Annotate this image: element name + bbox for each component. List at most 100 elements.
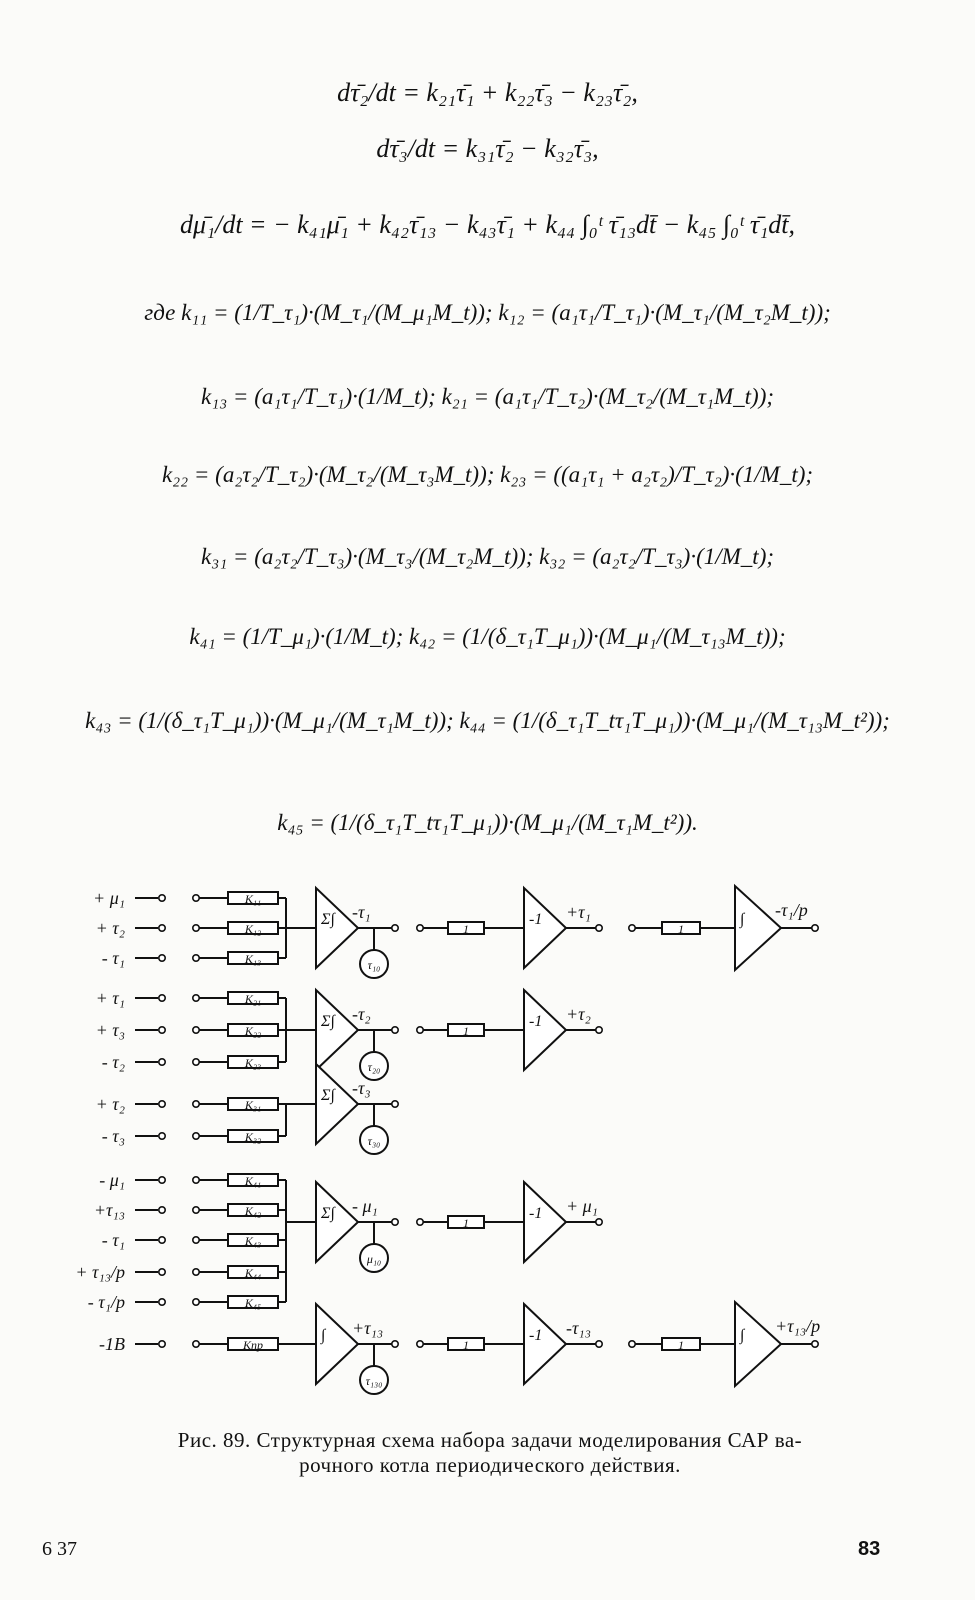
summator-3-symbol: Σ∫ (320, 1087, 337, 1105)
input-terminal-14 (158, 1339, 167, 1348)
inverter-resistor-4-label: 1 (463, 1338, 469, 1352)
input-label-1: + μ₁ (93, 888, 125, 908)
summator-1-symbol: Σ∫ (320, 911, 337, 929)
initial-condition-4-label: μ₁₀ (366, 1252, 381, 1266)
summator-output-terminal-1 (390, 924, 399, 933)
inverter-output-terminal-1 (594, 924, 603, 933)
caption-line-2: рочного котла периодического действия. (299, 1453, 681, 1477)
inverter-resistor-3 (447, 1215, 485, 1229)
coefficient-line-7: k₄₅ = (1/(δ_τ₁T_tτ₁T_μ₁))·(M_μ₁/(M_τ₁M_t… (277, 810, 698, 835)
equation-dtau2: dτ̄₂/dt = k₂₁τ̄₁ + k₂₂τ̄₃ − k₂₃τ̄₂, (337, 78, 638, 107)
input-terminal-5 (158, 1026, 167, 1035)
coefficient-2-label: K₁₂ (244, 922, 261, 936)
inverter-output-terminal-4 (594, 1339, 603, 1348)
coefficient-4-label: K₂₁ (244, 992, 261, 1006)
integrator-input-terminal-2 (627, 1339, 636, 1348)
coef-terminal-13 (192, 1297, 201, 1306)
coef-terminal-12 (192, 1267, 201, 1276)
coefficient-14 (227, 1337, 279, 1351)
summator-output-terminal-4 (390, 1217, 399, 1226)
coefficient-2 (227, 921, 279, 935)
coefficient-5-label: K₂₂ (244, 1024, 261, 1038)
coefficient-11 (227, 1233, 279, 1247)
coef-terminal-10 (192, 1205, 201, 1214)
coefficient-3-label: K₁₃ (244, 952, 261, 966)
coefficient-14-label: Kпр (242, 1338, 263, 1352)
integrator-output-label-2: +τ₁₃/p (775, 1316, 820, 1336)
coef-terminal-4 (192, 994, 201, 1003)
coef-terminal-6 (192, 1058, 201, 1067)
coef-terminal-8 (192, 1131, 201, 1140)
integrator-resistor-2 (661, 1337, 701, 1351)
initial-condition-2-label: τ₂₀ (368, 1060, 381, 1074)
inverter-output-label-1: +τ₁ (566, 902, 591, 922)
summator-4-symbol: Σ∫ (320, 1205, 337, 1223)
inverter-resistor-3-label: 1 (463, 1216, 469, 1230)
coef-terminal-5 (192, 1026, 201, 1035)
input-terminal-12 (158, 1267, 167, 1276)
coefficient-8 (227, 1129, 279, 1143)
summator-output-label-4: - μ₁ (352, 1196, 378, 1216)
input-terminal-10 (158, 1205, 167, 1214)
inverter-resistor-2 (447, 1023, 485, 1037)
inverter-resistor-4 (447, 1337, 485, 1351)
coefficient-3 (227, 951, 279, 965)
input-terminal-4 (158, 994, 167, 1003)
coef-terminal-9 (192, 1175, 201, 1184)
coef-terminal-7 (192, 1100, 201, 1109)
coefficient-10 (227, 1203, 279, 1217)
coefficient-10-label: K₄₂ (244, 1204, 261, 1218)
inverter-input-terminal-1 (415, 924, 424, 933)
coefficient-7 (227, 1097, 279, 1111)
coef-terminal-1 (192, 893, 201, 902)
input-terminal-9 (158, 1175, 167, 1184)
coefficient-6 (227, 1055, 279, 1069)
caption-line-1: Рис. 89. Структурная схема набора задачи… (177, 1428, 803, 1452)
initial-condition-1 (359, 949, 389, 979)
initial-condition-5 (359, 1365, 389, 1395)
integrator-resistor-1 (661, 921, 701, 935)
coefficient-line-3: k₂₂ = (a₂τ₂/T_τ₂)·(M_τ₂/(M_τ₃M_t)); k₂₃ … (161, 462, 814, 487)
equation-dmu1: dμ̄₁/dt = − k₄₁μ̄₁ + k₄₂τ̄₁₃ − k₄₃τ̄₁ + … (180, 210, 795, 239)
integrator-resistor-2-label: 1 (678, 1338, 684, 1352)
initial-condition-3 (359, 1125, 389, 1155)
integrator-1 (734, 883, 783, 973)
initial-condition-5-label: τ₁₃₀ (366, 1374, 383, 1388)
inverter-input-terminal-3 (415, 1217, 424, 1226)
coef-terminal-3 (192, 954, 201, 963)
summator-2 (315, 987, 360, 1073)
inverter-output-label-4: -τ₁₃ (566, 1318, 591, 1338)
inverter-4 (523, 1301, 568, 1387)
coefficient-13-label: K₄₅ (244, 1296, 261, 1310)
coefficient-1-label: K₁₁ (244, 892, 261, 906)
summator-output-terminal-2 (390, 1026, 399, 1035)
inverter-1-symbol: -1 (529, 911, 542, 928)
integrator-2-symbol: ∫ (739, 1327, 746, 1345)
initial-condition-4 (359, 1243, 389, 1273)
input-label-3: - τ₁ (102, 948, 125, 968)
input-label-11: - τ₁ (102, 1230, 125, 1250)
coef-terminal-14 (192, 1339, 201, 1348)
inverter-input-terminal-2 (415, 1026, 424, 1035)
coefficient-line-4: k₃₁ = (a₂τ₂/T_τ₃)·(M_τ₃/(M_τ₂M_t)); k₃₂ … (200, 544, 775, 569)
input-terminal-3 (158, 954, 167, 963)
summator-output-label-1: -τ₁ (352, 902, 371, 922)
summator-4 (315, 1179, 360, 1265)
input-terminal-13 (158, 1297, 167, 1306)
inverter-3 (523, 1179, 568, 1265)
integrator-output-terminal-1 (810, 924, 819, 933)
summator-2-symbol: Σ∫ (320, 1013, 337, 1031)
summator-5 (315, 1301, 360, 1387)
integrator-output-terminal-2 (810, 1339, 819, 1348)
coefficient-line-5: k₄₁ = (1/T_μ₁)·(1/M_t); k₄₂ = (1/(δ_τ₁T_… (189, 624, 786, 649)
integrator-output-label-1: -τ₁/p (775, 900, 808, 920)
input-label-10: +τ₁₃ (94, 1200, 125, 1220)
integrator-input-terminal-1 (627, 924, 636, 933)
inverter-4-symbol: -1 (529, 1327, 542, 1344)
inverter-output-label-3: + μ₁ (566, 1196, 598, 1216)
summator-output-label-3: -τ₃ (352, 1078, 371, 1098)
inverter-input-terminal-4 (415, 1339, 424, 1348)
figure-caption: Рис. 89. Структурная схема набора задачи… (60, 1428, 920, 1478)
